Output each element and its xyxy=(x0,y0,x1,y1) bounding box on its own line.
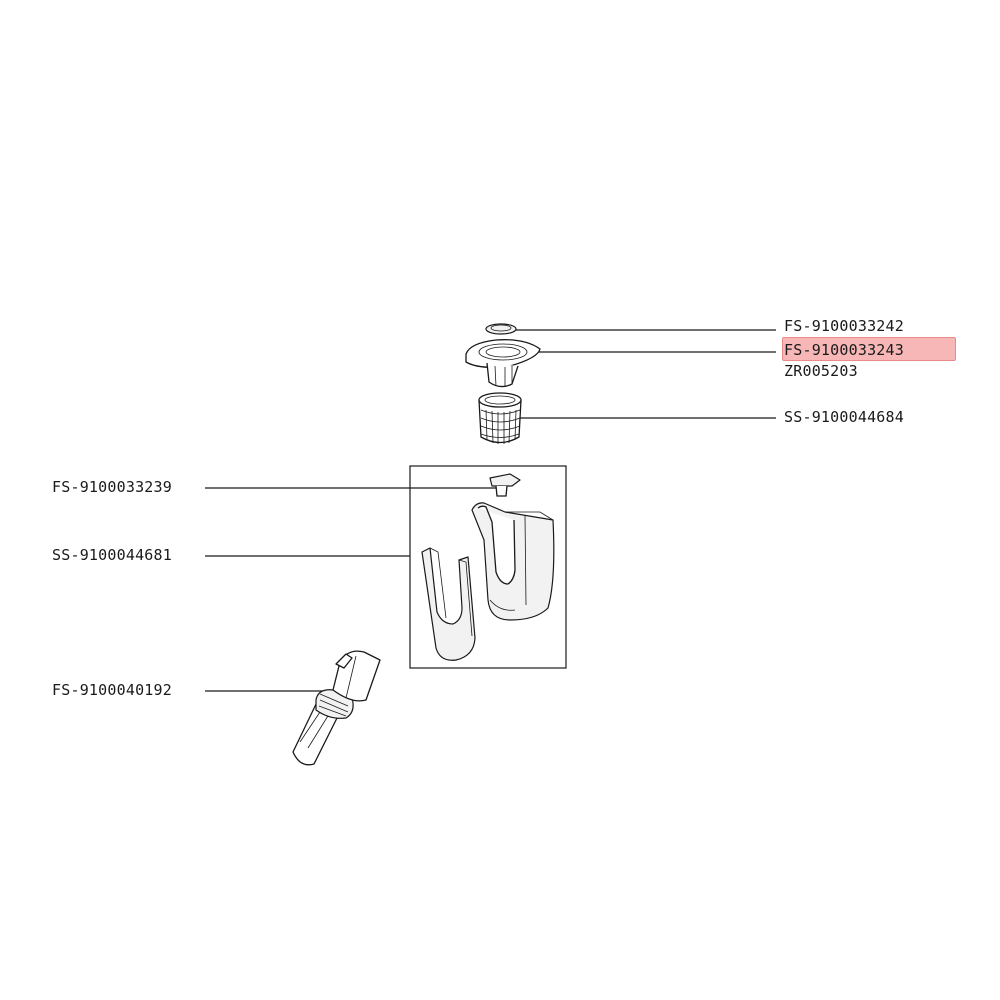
label-small-clip[interactable]: FS-9100033239 xyxy=(52,478,172,496)
nozzle-tool-part xyxy=(292,650,381,766)
label-top-cap[interactable]: FS-9100033242 xyxy=(784,317,904,335)
label-mesh-filter[interactable]: SS-9100044684 xyxy=(784,408,904,426)
small-clip-part xyxy=(489,473,521,497)
mesh-filter-part xyxy=(478,392,522,444)
highlight-box xyxy=(782,337,956,361)
label-nozzle-tool[interactable]: FS-9100040192 xyxy=(52,681,172,699)
filter-holder-part xyxy=(465,339,541,388)
label-filter-holder-alt[interactable]: ZR005203 xyxy=(784,362,858,380)
label-dust-container[interactable]: SS-9100044681 xyxy=(52,546,172,564)
label-filter-holder[interactable]: FS-9100033243 xyxy=(784,341,904,359)
dust-container-part xyxy=(471,502,555,621)
dust-container-frame xyxy=(409,465,567,669)
top-cap-part xyxy=(485,323,517,335)
container-side-panel-part xyxy=(421,547,476,661)
